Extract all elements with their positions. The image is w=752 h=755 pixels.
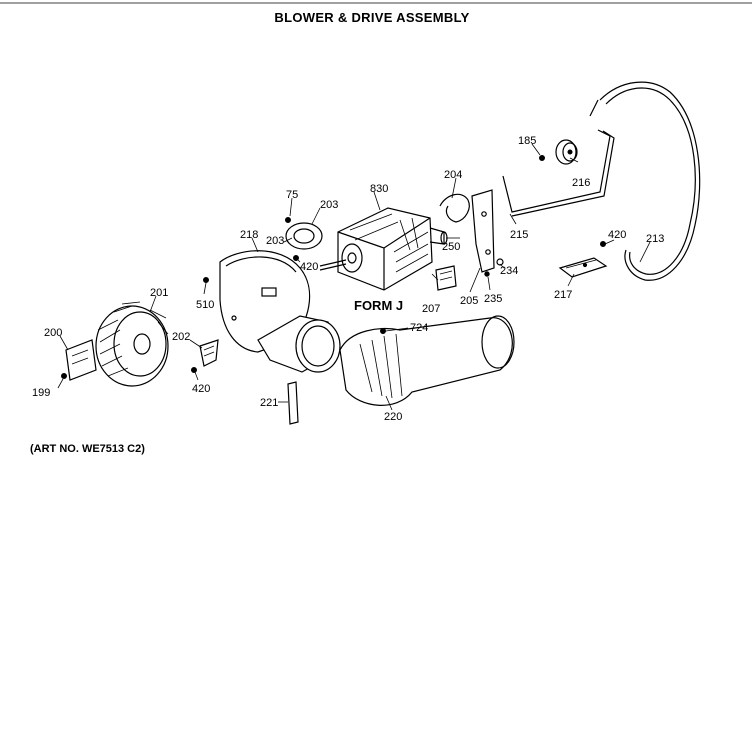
label-218: 218 [240,229,258,241]
form-j-label: FORM J [354,298,403,313]
label-202: 202 [172,331,190,343]
motor-clip-204 [439,193,470,223]
screw-420-left [191,367,197,373]
leader-lines [57,143,651,411]
label-724: 724 [410,322,428,334]
label-204: 204 [444,169,462,181]
label-203-top: 203 [320,199,338,211]
bracket-200 [65,339,97,381]
label-420-left: 420 [192,383,210,395]
part-labels: 185 216 215 420 213 217 204 830 250 234 … [32,135,664,423]
seal-221 [287,381,299,425]
motor-mount-205 [471,189,495,273]
blower-wheel-201 [95,301,169,387]
idler-arm-215 [502,129,615,217]
label-420-mid: 420 [300,261,318,273]
label-203-left: 203 [266,235,284,247]
label-213: 213 [646,233,664,245]
screw-185 [539,155,545,161]
screw-420-right [600,241,606,247]
screw-234 [496,258,504,266]
label-220: 220 [384,411,402,423]
label-201: 201 [150,287,168,299]
label-199: 199 [32,387,50,399]
art-number: (ART NO. WE7513 C2) [30,443,145,455]
blower-housing-218 [219,250,341,373]
label-234: 234 [500,265,518,277]
label-830: 830 [370,183,388,195]
label-221: 221 [260,397,278,409]
label-250: 250 [442,241,460,253]
mount-bracket-203 [285,217,323,250]
label-205: 205 [460,295,478,307]
label-217: 217 [554,289,572,301]
screw-724 [380,328,386,334]
label-207: 207 [422,303,440,315]
diagram-title: BLOWER & DRIVE ASSEMBLY [274,10,469,25]
label-185: 185 [518,135,536,147]
motor-830 [319,207,448,291]
screw-235 [484,271,490,277]
part-202 [199,339,219,367]
idler-pulley-216 [555,139,578,165]
label-235: 235 [484,293,502,305]
screw-199 [61,373,67,379]
label-420-right: 420 [608,229,626,241]
label-200: 200 [44,327,62,339]
duct-220 [339,315,515,406]
bracket-217 [558,257,608,278]
drum-rear-213 [589,81,701,281]
label-215: 215 [510,229,528,241]
screw-510 [203,277,209,283]
label-75: 75 [286,189,298,201]
label-216: 216 [572,177,590,189]
label-510: 510 [196,299,214,311]
switch-207 [435,265,457,291]
